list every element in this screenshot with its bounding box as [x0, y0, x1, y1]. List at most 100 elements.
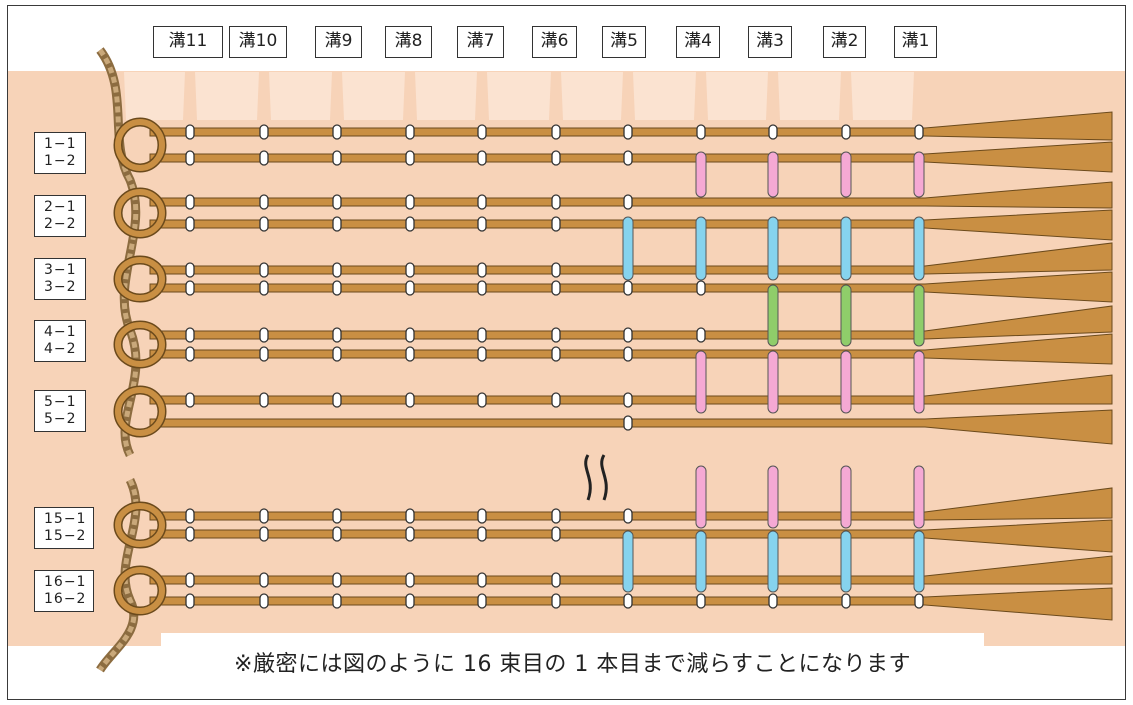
strand [149, 487, 1113, 521]
knot-clip [405, 572, 415, 588]
knot-clip [405, 124, 415, 140]
knot-clip [551, 526, 561, 542]
knot-clip [405, 327, 415, 343]
pair-label-top: 16−1 [44, 574, 87, 590]
strand-loop [115, 257, 165, 301]
knot-clip [405, 346, 415, 362]
knot-clip [623, 194, 633, 210]
knot-clip [259, 124, 269, 140]
pair-label-bottom: 16−2 [44, 591, 87, 607]
knot-clip [259, 194, 269, 210]
blue-clip [695, 216, 707, 281]
knot-clip [332, 262, 342, 278]
knot-clip [914, 124, 924, 140]
knot-clip [185, 392, 195, 408]
knot-clip [332, 216, 342, 232]
knot-clip [259, 280, 269, 296]
knot-clip [405, 526, 415, 542]
pink-clip [913, 151, 925, 198]
strand-loop [115, 503, 165, 547]
pair-label-top: 4−1 [44, 324, 77, 340]
knot-clip [259, 150, 269, 166]
knot-clip [185, 262, 195, 278]
pink-clip [840, 465, 852, 529]
knot-clip [477, 216, 487, 232]
knot-clip [477, 124, 487, 140]
green-clip [913, 284, 925, 347]
blue-clip [622, 530, 634, 593]
knot-clip [914, 593, 924, 609]
green-clip [840, 284, 852, 347]
pink-clip [840, 350, 852, 414]
pink-clip [767, 151, 779, 198]
knot-clip [405, 593, 415, 609]
knot-clip [405, 216, 415, 232]
knot-clip [405, 508, 415, 524]
knot-clip [551, 593, 561, 609]
green-clip [767, 284, 779, 347]
groove-label: 溝8 [385, 26, 432, 58]
knot-clip [551, 124, 561, 140]
groove-tooth [561, 72, 623, 120]
knot-clip [477, 327, 487, 343]
groove-label: 溝7 [457, 26, 504, 58]
knot-clip [551, 150, 561, 166]
pair-label-bottom: 3−2 [44, 279, 77, 295]
knot-clip [405, 262, 415, 278]
knot-clip [623, 280, 633, 296]
knot-clip [259, 593, 269, 609]
knot-clip [185, 124, 195, 140]
groove-label: 溝9 [315, 26, 362, 58]
strand [149, 374, 1113, 405]
pink-clip [695, 350, 707, 414]
knot-clip [551, 262, 561, 278]
blue-clip [840, 530, 852, 593]
groove-label: 溝11 [153, 26, 223, 58]
knot-clip [332, 346, 342, 362]
knot-clip [259, 392, 269, 408]
pair-label-top: 2−1 [44, 199, 77, 215]
knot-clip [696, 124, 706, 140]
pink-clip [767, 465, 779, 529]
strand-loop [115, 189, 165, 237]
strand [149, 242, 1113, 275]
knot-clip [185, 150, 195, 166]
knot-clip [477, 280, 487, 296]
knot-clip [259, 327, 269, 343]
note-text: ※厳密には図のように 16 束目の 1 本目まで減らすことになります [234, 652, 911, 677]
pair-label-bottom: 2−2 [44, 216, 77, 232]
knot-clip [477, 508, 487, 524]
knot-clip [185, 572, 195, 588]
blue-clip [695, 530, 707, 593]
knot-clip [623, 124, 633, 140]
pair-label-bottom: 15−2 [44, 528, 87, 544]
groove-label: 溝5 [602, 26, 646, 58]
knot-clip [185, 194, 195, 210]
knot-clip [551, 327, 561, 343]
knot-clip [332, 124, 342, 140]
knot-clip [477, 526, 487, 542]
knot-clip [259, 508, 269, 524]
groove-tooth [415, 72, 477, 120]
knot-clip [623, 327, 633, 343]
groove-tooth [342, 72, 405, 120]
pair-label-bottom: 1−2 [44, 153, 77, 169]
pair-label-top: 15−1 [44, 511, 87, 527]
knot-clip [477, 150, 487, 166]
pair-label-bottom: 4−2 [44, 341, 77, 357]
groove-label: 溝6 [532, 26, 577, 58]
knot-clip [332, 526, 342, 542]
knot-clip [332, 280, 342, 296]
pair-label-top: 5−1 [44, 394, 77, 410]
groove-tooth [778, 72, 841, 120]
strand [149, 181, 1113, 209]
knot-clip [259, 346, 269, 362]
knot-clip [623, 346, 633, 362]
pink-clip [695, 151, 707, 198]
knot-clip [185, 526, 195, 542]
knot-clip [332, 508, 342, 524]
